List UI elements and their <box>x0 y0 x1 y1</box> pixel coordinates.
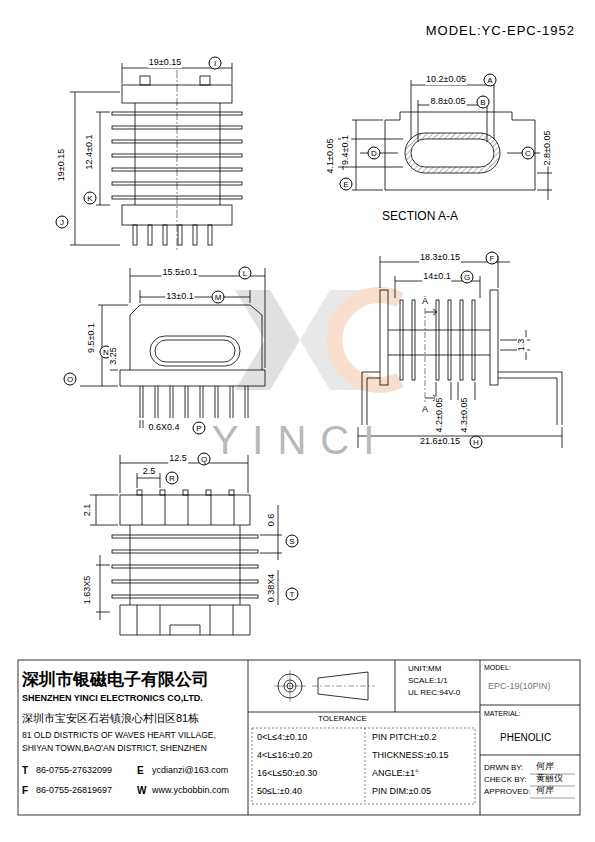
title-block-text: 何岸 <box>536 762 554 772</box>
callout-letter: J <box>56 216 69 229</box>
title-block-text: W <box>137 785 146 796</box>
watermark-logo <box>235 290 400 390</box>
title-block-text: E <box>137 765 144 776</box>
dimension-text: 19±0.15 <box>57 148 67 182</box>
title-block-text: UL REC:94V-0 <box>408 689 460 698</box>
title-block-text: ycdianzi@163.com <box>152 766 228 776</box>
dimension-text: A <box>421 405 429 415</box>
title-block-text: 16<L≤50:±0.30 <box>257 769 317 779</box>
title-block-text: 86-0755-26819697 <box>36 786 112 796</box>
title-block-text: ANGLE:±1° <box>372 769 419 779</box>
dimension-text: 8.8±0.05 <box>430 97 467 107</box>
title-block-text: MODEL: <box>484 664 511 672</box>
title-block-text: 何岸 <box>536 786 554 796</box>
title-block-text: 深圳市宝安区石岩镇浪心村旧区81栋 <box>22 712 199 724</box>
dimension-text: 9.4±0.1 <box>341 134 351 166</box>
title-block-text: TOLERANCE <box>318 715 367 724</box>
title-block-text: 50≤L:±0.40 <box>257 787 302 797</box>
title-block-text: 0<L≤4:±0.10 <box>257 733 307 743</box>
title-block-text: UNIT:MM <box>408 665 441 674</box>
dimension-text: 13±0.1 <box>165 292 194 302</box>
callout-letter: I <box>209 57 222 70</box>
callout-letter: A <box>484 74 497 87</box>
dimension-text: 1.63X5 <box>83 575 93 606</box>
title-block-text: THICKNESS:±0.15 <box>372 751 448 761</box>
title-block-text: 4<L≤16:±0.20 <box>257 751 312 761</box>
callout-letter: C <box>522 147 535 160</box>
title-block-text: SCALE:1/1 <box>408 677 448 686</box>
title-block-text: PHENOLIC <box>500 732 551 743</box>
dimension-text: 21.6±0.15 <box>419 437 461 447</box>
title-block-text: T <box>22 765 28 776</box>
title-block-text: 黄丽仪 <box>536 774 563 784</box>
dimension-text: 19±0.15 <box>148 58 182 68</box>
title-block-text: DRWN BY: <box>484 764 523 773</box>
title-block-text: 深圳市银磁电子有限公司 <box>22 670 209 689</box>
callout-letter: L <box>239 267 252 280</box>
dimension-text: SECTION A-A <box>381 210 459 223</box>
title-block-text: SHENZHEN YINCI ELECTRONICS CO,LTD. <box>22 694 203 704</box>
callout-letter: F <box>486 252 499 265</box>
title-block-text: www.ycbobbin.com <box>152 786 229 796</box>
title-block-text: PIN PITCH:±0.2 <box>372 733 436 743</box>
dimension-text: 4.3±0.05 <box>460 397 470 434</box>
dimension-text: 4.2±0.05 <box>435 397 445 434</box>
dimension-text: 4.1±0.05 <box>326 138 336 175</box>
dimension-text: 1.3 <box>517 338 527 353</box>
dimension-text: 2.1 <box>83 503 93 518</box>
callout-letter: D <box>368 147 381 160</box>
callout-letter: R <box>166 472 179 485</box>
callout-letter: S <box>286 535 299 548</box>
watermark: YINCI <box>212 418 389 462</box>
title-block-text: 86-0755-27632099 <box>36 766 112 776</box>
dimension-text: 0.6X0.4 <box>147 423 180 433</box>
callout-letter: K <box>84 192 97 205</box>
title-block-text: SHIYAN TOWN,BAO'AN DISTRICT, SHENZHEN <box>22 744 207 753</box>
dimension-text: 14±0.1 <box>422 272 451 282</box>
title-block-text: APPROVED: <box>484 788 531 797</box>
callout-letter: H <box>470 436 483 449</box>
title-block-text: CHECK BY: <box>484 776 527 785</box>
dimension-text: 0.6 <box>267 513 277 528</box>
callout-letter: B <box>477 96 490 109</box>
dimension-text: 2.5 <box>142 467 157 477</box>
callout-letter: G <box>461 271 474 284</box>
callout-letter: M <box>212 291 225 304</box>
callout-letter: E <box>340 178 353 191</box>
callout-letter: P <box>193 422 206 435</box>
dimension-text: 3.25 <box>109 346 119 366</box>
drawing-title: MODEL:YC-EPC-1952 <box>426 24 575 38</box>
dimension-text: 12.5 <box>168 454 188 464</box>
callout-letter: O <box>64 373 77 386</box>
dimension-text: 15.5±0.1 <box>162 268 199 278</box>
dimension-text: 18.3±0.15 <box>419 253 461 263</box>
dimension-text: 9.5±0.1 <box>87 322 97 354</box>
callout-letter: Q <box>198 453 211 466</box>
title-block-text: F <box>22 785 28 796</box>
title-block-text: EPC-19(10PIN) <box>488 682 551 692</box>
dimension-text: 12.4±0.1 <box>85 134 95 171</box>
title-block-text: 81 OLD DISTRICTS OF WAVES HEART VILLAGE, <box>22 731 216 740</box>
title-block-text: PIN DIM:±0.05 <box>372 787 431 797</box>
dimension-text: A <box>421 297 429 307</box>
dimension-text: 10.2±0.05 <box>425 75 467 85</box>
dimension-text: 2.8±0.05 <box>543 130 553 167</box>
dimension-text: 0.38X4 <box>267 573 277 604</box>
title-block-text: MATERIAL: <box>484 710 520 718</box>
callout-letter: T <box>286 588 299 601</box>
